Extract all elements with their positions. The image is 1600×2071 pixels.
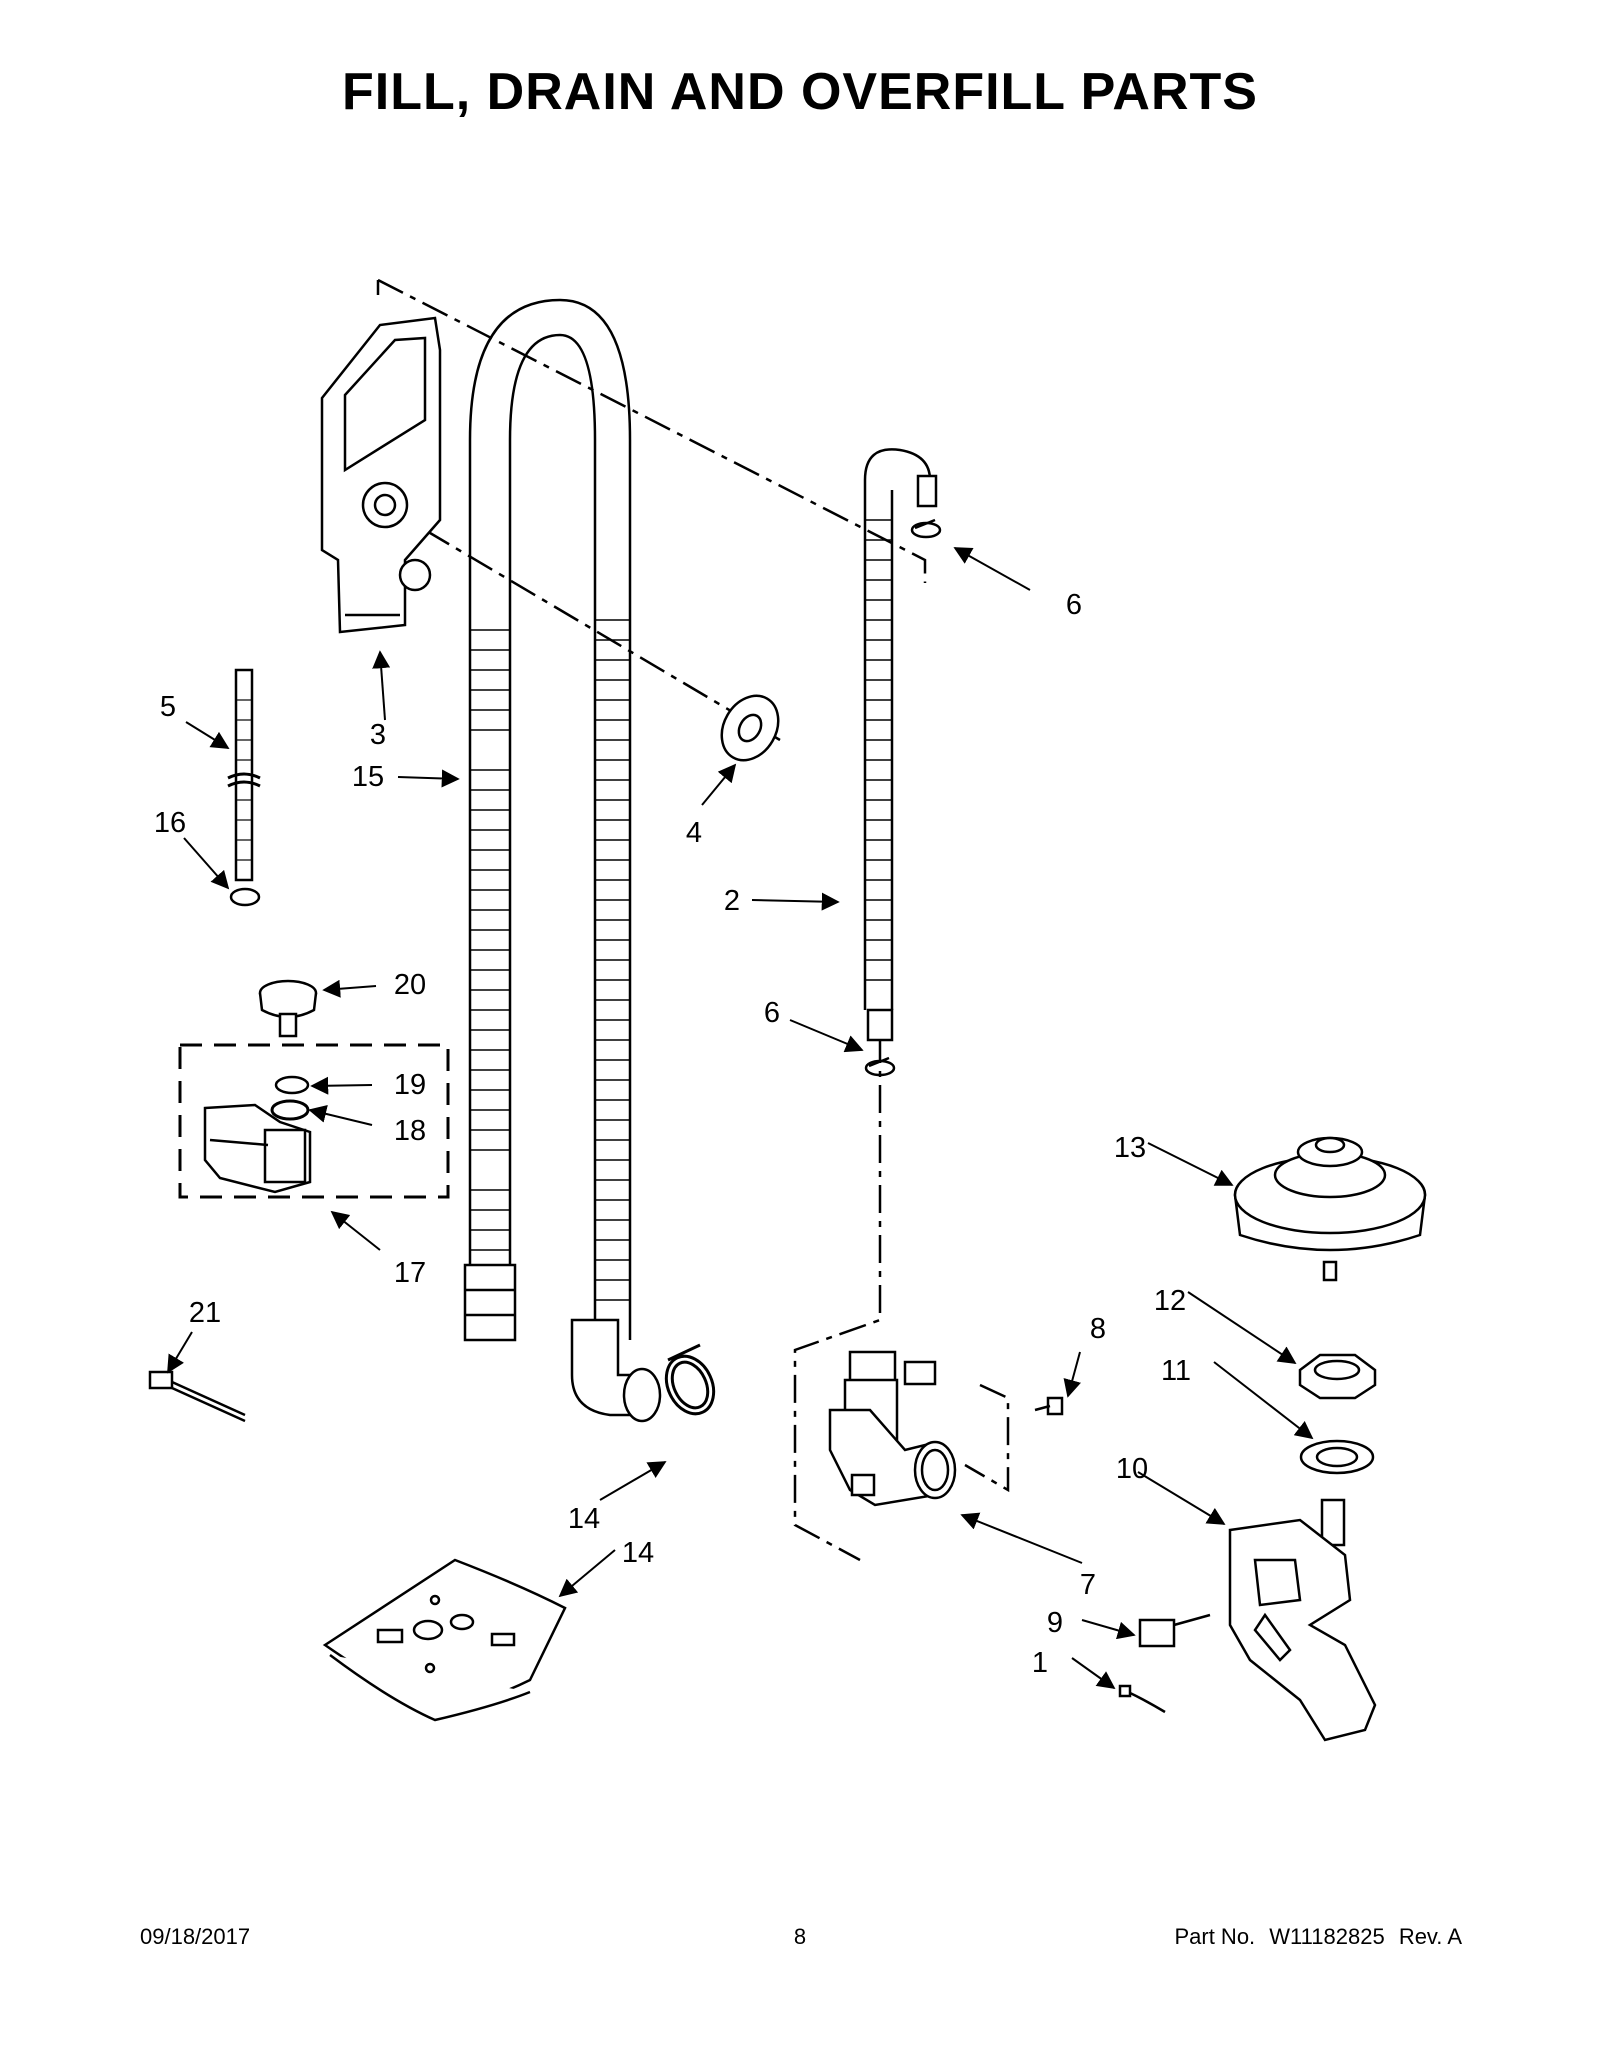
callout-6-bottom: 6 bbox=[764, 997, 780, 1029]
callout-7: 7 bbox=[1080, 1569, 1096, 1601]
part-18-sensor-housing bbox=[203, 1103, 312, 1194]
callout-15: 14 bbox=[568, 1503, 600, 1535]
callout-19: 18 bbox=[394, 1115, 426, 1147]
callout-14: 14 bbox=[622, 1537, 654, 1569]
footer-part-label: Part No. bbox=[1174, 1924, 1256, 1949]
callout-10: 10 bbox=[1116, 1453, 1148, 1485]
part-17-clamp bbox=[229, 887, 261, 907]
callout-1: 1 bbox=[1032, 1647, 1048, 1679]
callout-2: 2 bbox=[724, 885, 740, 917]
part-2-fill-hose bbox=[863, 448, 938, 1042]
footer-date: 09/18/2017 bbox=[140, 1924, 251, 1949]
part-19-o-ring bbox=[270, 1099, 310, 1121]
leader-arrows bbox=[167, 547, 1314, 1690]
part-21-cap bbox=[258, 979, 318, 1038]
page-title: FILL, DRAIN AND OVERFILL PARTS bbox=[342, 63, 1258, 121]
callout-22: 21 bbox=[189, 1297, 221, 1329]
callout-16: 15 bbox=[352, 761, 384, 793]
callout-18: 17 bbox=[394, 1257, 426, 1289]
callout-9: 9 bbox=[1047, 1607, 1063, 1639]
part-7-inlet-valve bbox=[828, 1350, 957, 1507]
part-8-screw bbox=[1034, 1396, 1064, 1416]
callout-6-top: 6 bbox=[1066, 589, 1082, 621]
part-13-float bbox=[1233, 1136, 1427, 1282]
part-10-switch-bracket bbox=[1228, 1498, 1377, 1742]
part-3-vent-assembly bbox=[320, 316, 442, 634]
part-5-vent-tube bbox=[227, 668, 261, 882]
footer-part-info: Part No. W11182825 Rev. A bbox=[1166, 1924, 1462, 1950]
callout-5: 5 bbox=[160, 691, 176, 723]
callout-13: 13 bbox=[1114, 1132, 1146, 1164]
part-22-wire-harness bbox=[148, 1370, 246, 1423]
callout-20: 19 bbox=[394, 1069, 426, 1101]
footer-part-number: W11182825 bbox=[1269, 1924, 1385, 1949]
assembly-lines bbox=[376, 278, 1010, 1562]
drain-hose-elbow bbox=[570, 619, 662, 1423]
callout-17: 16 bbox=[154, 807, 186, 839]
part-16-drain-hose bbox=[463, 298, 632, 1342]
footer-page-number: 8 bbox=[793, 1924, 807, 1949]
part-11-washer bbox=[1299, 1439, 1375, 1475]
part-20-o-ring bbox=[274, 1075, 310, 1095]
callout-4: 4 bbox=[686, 817, 702, 849]
part-9-microswitch bbox=[1138, 1613, 1211, 1648]
callout-labels: 3 15 5 16 4 2 6 6 20 19 18 17 21 14 14 7… bbox=[154, 589, 1191, 1679]
part-15-hose-clamp bbox=[664, 1343, 716, 1416]
part-6-clamps bbox=[864, 518, 942, 1077]
callout-11: 11 bbox=[1161, 1355, 1191, 1387]
kit-box-18 bbox=[178, 1043, 450, 1199]
part-14-hardware-bag bbox=[322, 1558, 567, 1722]
part-4-flapper bbox=[720, 694, 780, 762]
callout-21: 20 bbox=[394, 969, 426, 1001]
part-12-nut bbox=[1298, 1353, 1377, 1400]
footer-revision: Rev. A bbox=[1398, 1924, 1462, 1949]
callout-8: 8 bbox=[1090, 1313, 1106, 1345]
part-1-wire bbox=[1118, 1684, 1166, 1714]
callout-12: 12 bbox=[1154, 1285, 1186, 1317]
callout-3: 3 bbox=[370, 719, 386, 751]
